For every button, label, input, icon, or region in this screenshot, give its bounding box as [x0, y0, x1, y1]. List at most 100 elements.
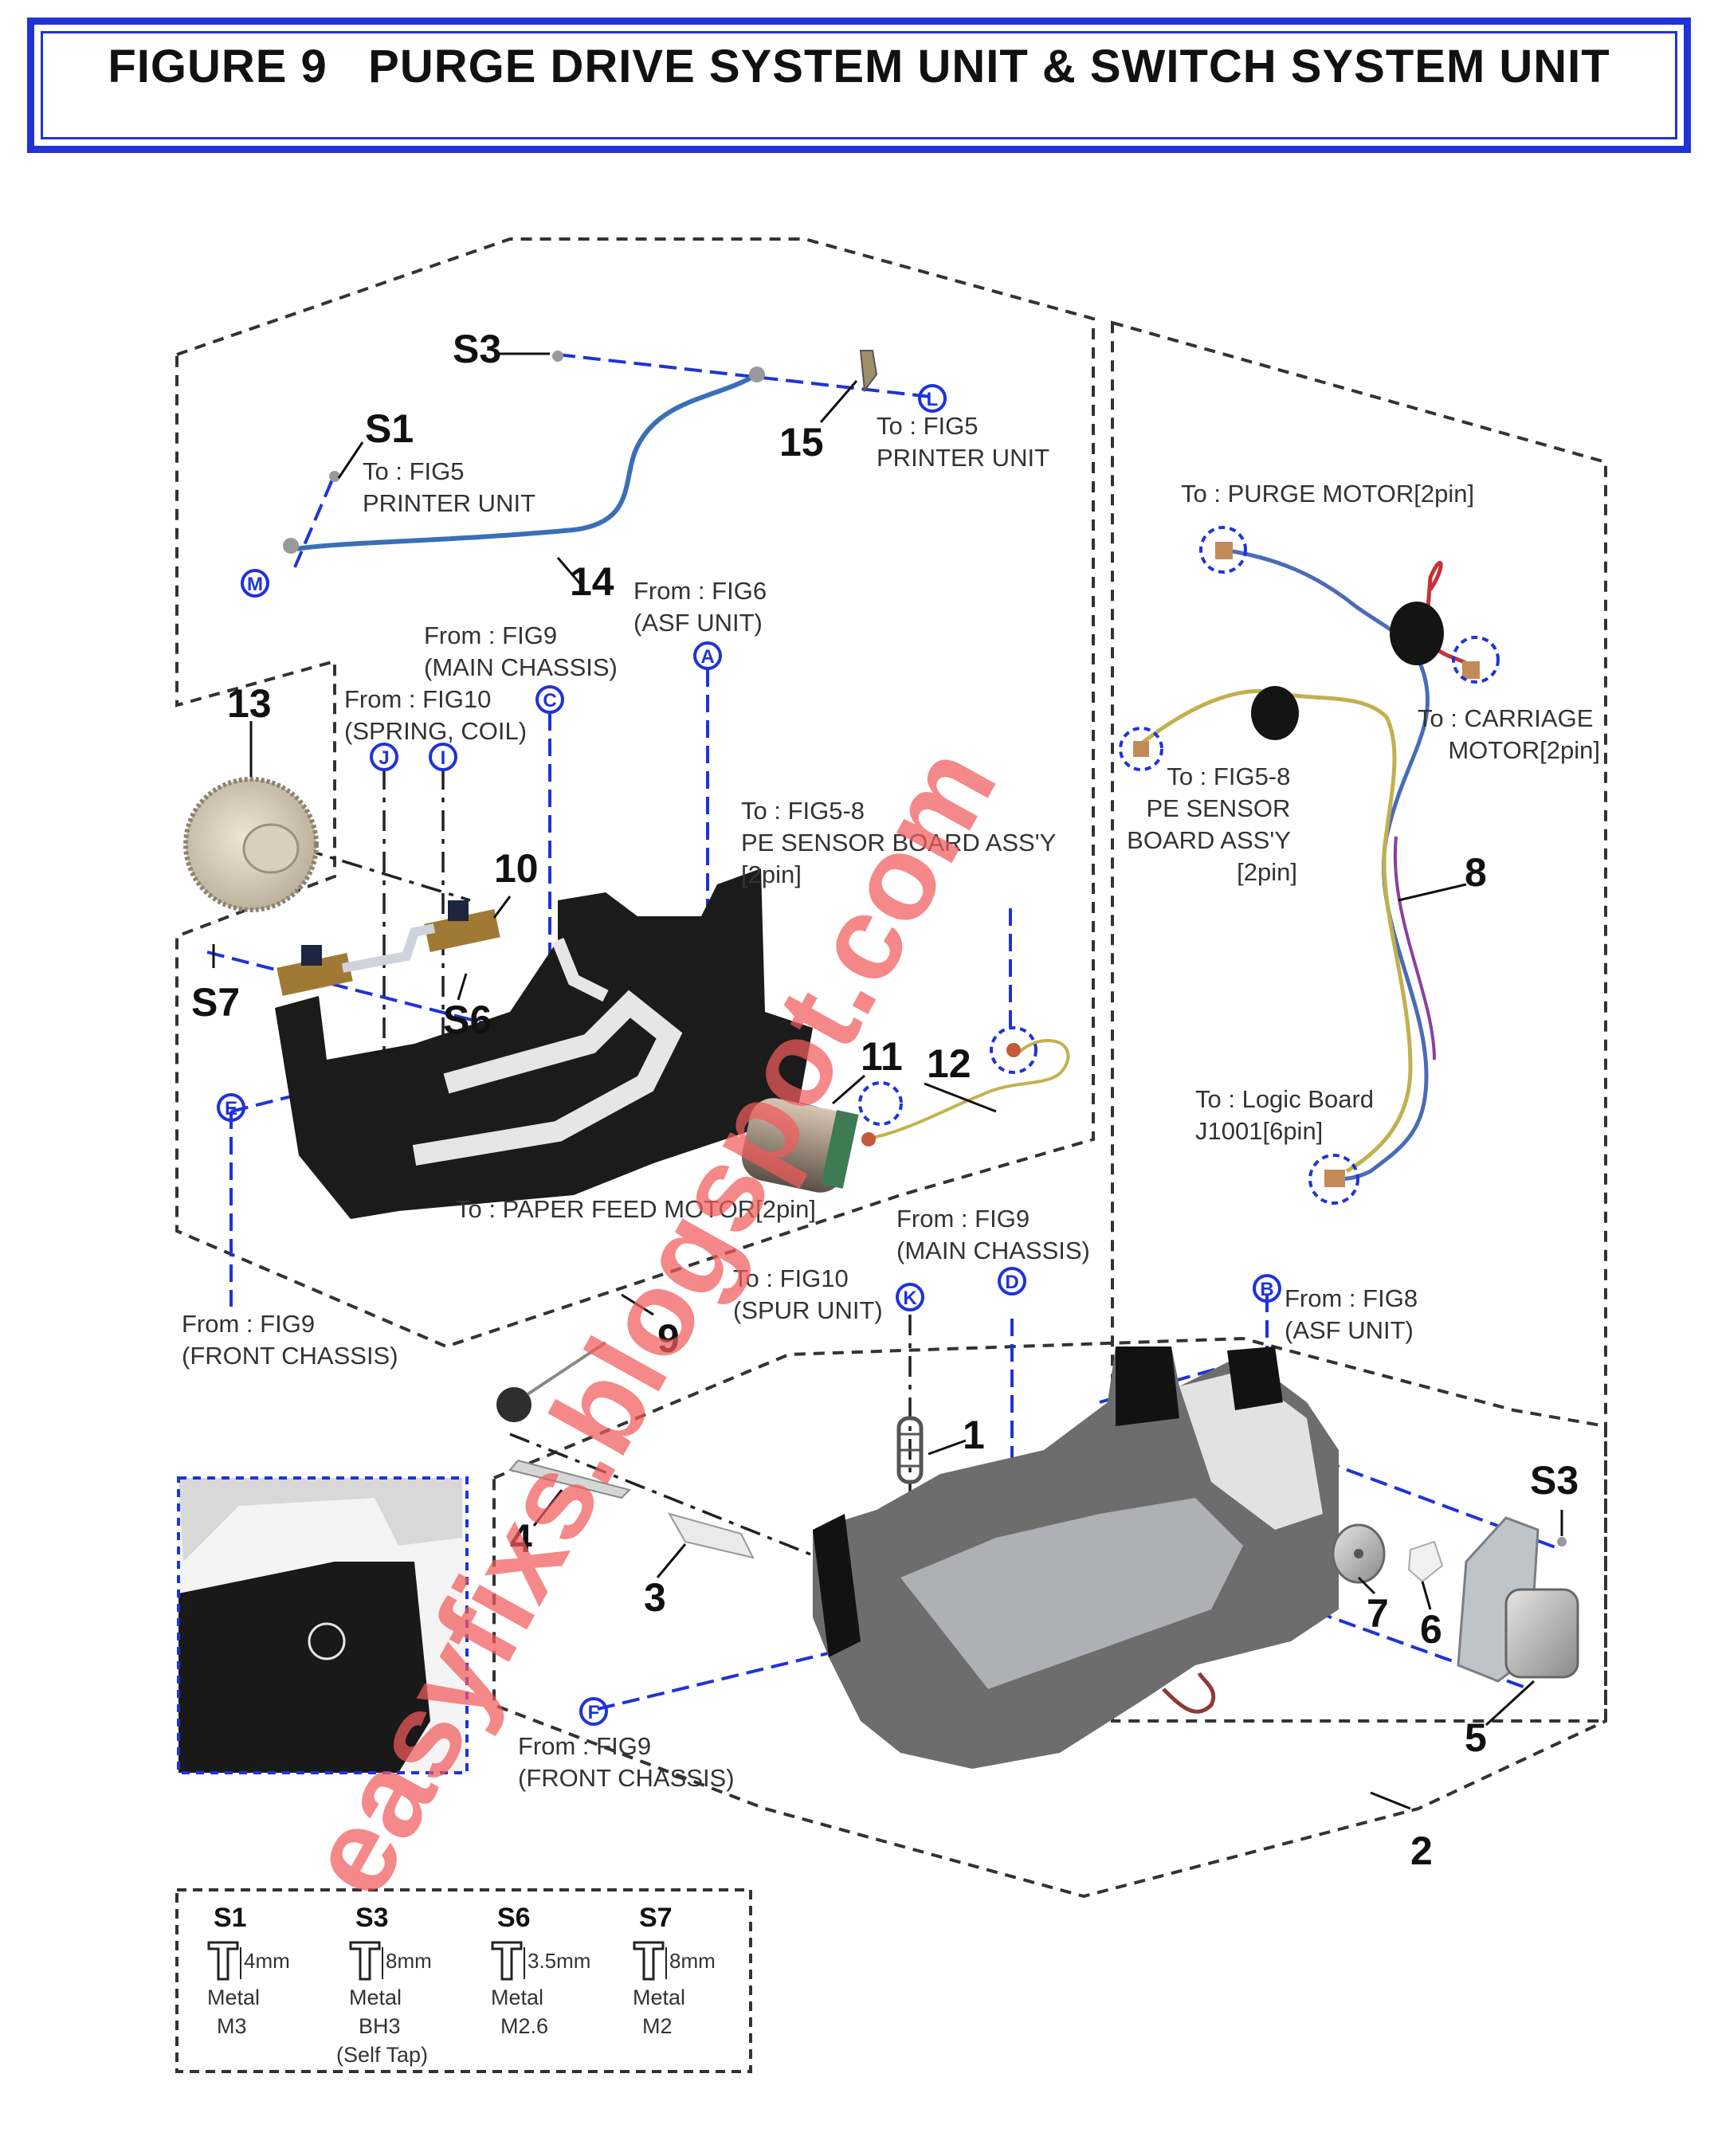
cable-12-plug [861, 1132, 876, 1147]
marker-i: I [429, 743, 457, 771]
part-5-motor [1504, 1588, 1579, 1679]
switch-board-left [277, 953, 353, 996]
legend-type-s3: BH3 [359, 2014, 401, 2038]
svg-text:J: J [379, 747, 389, 769]
title-frame [27, 18, 1691, 153]
connector-pe [1133, 741, 1149, 757]
legend-id-s3: S3 [355, 1903, 389, 1933]
highlight-logic-conn [1308, 1154, 1359, 1205]
purge-unit-asf-frame [1227, 1347, 1283, 1410]
part-number-8: 8 [1465, 850, 1487, 895]
marker-a: A [693, 641, 722, 670]
connector-carriage [1462, 661, 1480, 679]
part-number-1: 1 [963, 1413, 985, 1457]
switch-right [448, 900, 469, 921]
purge-unit-panel [900, 1498, 1243, 1689]
legend-id-s6: S6 [497, 1903, 531, 1933]
line-m-to-s1 [293, 473, 336, 568]
label-from-fig8-asf: From : FIG8 (ASF UNIT) [1285, 1284, 1425, 1344]
legend-id-s1: S1 [214, 1903, 247, 1933]
frame-9-lever2 [551, 938, 609, 1002]
part-number-7: 7 [1367, 1591, 1389, 1636]
legend-type-s1: M3 [217, 2014, 247, 2038]
legend-note-s3: (Self Tap) [336, 2043, 428, 2067]
ref-s6: S6 [443, 998, 492, 1042]
part-number-3: 3 [644, 1575, 666, 1620]
marker-k: K [896, 1283, 924, 1311]
part-number-11: 11 [861, 1034, 903, 1079]
line-f [597, 1648, 845, 1711]
label-from-fig10-spring: From : FIG10 (SPRING, COIL) [344, 685, 527, 745]
screw-glyph-icon [349, 1941, 381, 1981]
label-to-fig10-spur: To : FIG10 (SPUR UNIT) [733, 1264, 883, 1324]
svg-text:C: C [543, 690, 556, 711]
legend-material-s3: Metal [349, 1985, 402, 2009]
label-to-paper-feed-motor: To : PAPER FEED MOTOR[2pin] [456, 1195, 816, 1223]
purge-unit-top-frame [1116, 1347, 1179, 1426]
frame-9-lever [412, 990, 683, 1166]
part-number-2: 2 [1410, 1829, 1433, 1873]
photo-inset-spring [308, 1622, 346, 1660]
svg-text:A: A [700, 646, 714, 668]
screw-legend [175, 1888, 752, 2073]
frame-9 [275, 868, 813, 1219]
screw-glyph-icon [207, 1941, 239, 1981]
connector-logic [1324, 1170, 1345, 1187]
highlight-purge-conn [1199, 526, 1247, 574]
label-to-pe-sensor-1: To : FIG5-8 PE SENSOR BOARD ASS'Y [2pin] [741, 797, 1062, 888]
line-4-axis [509, 1433, 869, 1579]
line-13-axis [262, 835, 471, 902]
highlight-carriage-conn [1452, 636, 1500, 684]
part-6-cap [1407, 1540, 1444, 1583]
marker-l: L [918, 384, 947, 413]
label-to-pe-sensor-2: To : FIG5-8 PE SENSOR BOARD ASS'Y [2pin] [1127, 762, 1297, 886]
group-box-purge-unit [492, 1336, 1607, 1899]
photo-inset-border [177, 1476, 469, 1774]
svg-text:E: E [225, 1098, 237, 1119]
paper-feed-motor-board [821, 1110, 859, 1189]
svg-text:M: M [247, 574, 263, 595]
legend-type-s6: M2.6 [500, 2014, 548, 2038]
legend-length-s1: 4mm [244, 1949, 290, 1973]
part-number-4: 4 [510, 1516, 532, 1561]
highlight-pe-sensor [990, 1026, 1037, 1074]
svg-text:L: L [927, 389, 939, 410]
label-from-fig9-main-1: From : FIG9 (MAIN CHASSIS) [424, 621, 618, 681]
screw-s3-top [552, 351, 563, 362]
marker-c: C [535, 685, 564, 714]
legend-length-s7: 8mm [669, 1949, 716, 1973]
figure-title: FIGURE 9 PURGE DRIVE SYSTEM UNIT & SWITC… [108, 41, 1610, 92]
legend-length-s6: 3.5mm [528, 1949, 590, 1973]
label-to-purge-motor: To : PURGE MOTOR[2pin] [1181, 480, 1474, 508]
cable-14-end [283, 538, 299, 554]
ref-s7: S7 [191, 980, 240, 1025]
marker-e: E [217, 1093, 245, 1122]
cable-14 [290, 372, 759, 552]
marker-j: J [370, 743, 398, 771]
label-to-fig5-printer-1: To : FIG5 PRINTER UNIT [363, 457, 535, 517]
switch-board-right [424, 909, 500, 952]
cable-12 [864, 1039, 1070, 1141]
svg-text:K: K [903, 1288, 917, 1309]
part-15-bracket [859, 350, 878, 393]
label-from-fig9-front-2: From : FIG9 (FRONT CHASSIS) [518, 1732, 735, 1792]
svg-text:I: I [441, 747, 446, 769]
screw-glyph-icon [633, 1941, 665, 1981]
label-from-fig9-main-2: From : FIG9 (MAIN CHASSIS) [896, 1205, 1090, 1264]
screw-s1 [329, 471, 340, 482]
legend-id-s7: S7 [639, 1903, 673, 1933]
label-to-fig5-printer-2: To : FIG5 PRINTER UNIT [877, 412, 1049, 472]
cable-14-end2 [749, 367, 765, 382]
highlight-motor-11 [858, 1081, 903, 1126]
label-from-fig9-front-1: From : FIG9 (FRONT CHASSIS) [182, 1310, 398, 1370]
part-number-14: 14 [570, 559, 614, 604]
highlight-pe-conn [1119, 727, 1163, 771]
ref-s3-right: S3 [1530, 1458, 1579, 1503]
label-from-fig6-asf: From : FIG6 (ASF UNIT) [633, 577, 774, 637]
legend-material-s7: Metal [633, 1985, 685, 2009]
ref-s3-top: S3 [453, 327, 501, 371]
legend-material-s1: Metal [207, 1985, 260, 2009]
svg-text:F: F [588, 1702, 600, 1723]
part-number-6: 6 [1420, 1607, 1442, 1652]
